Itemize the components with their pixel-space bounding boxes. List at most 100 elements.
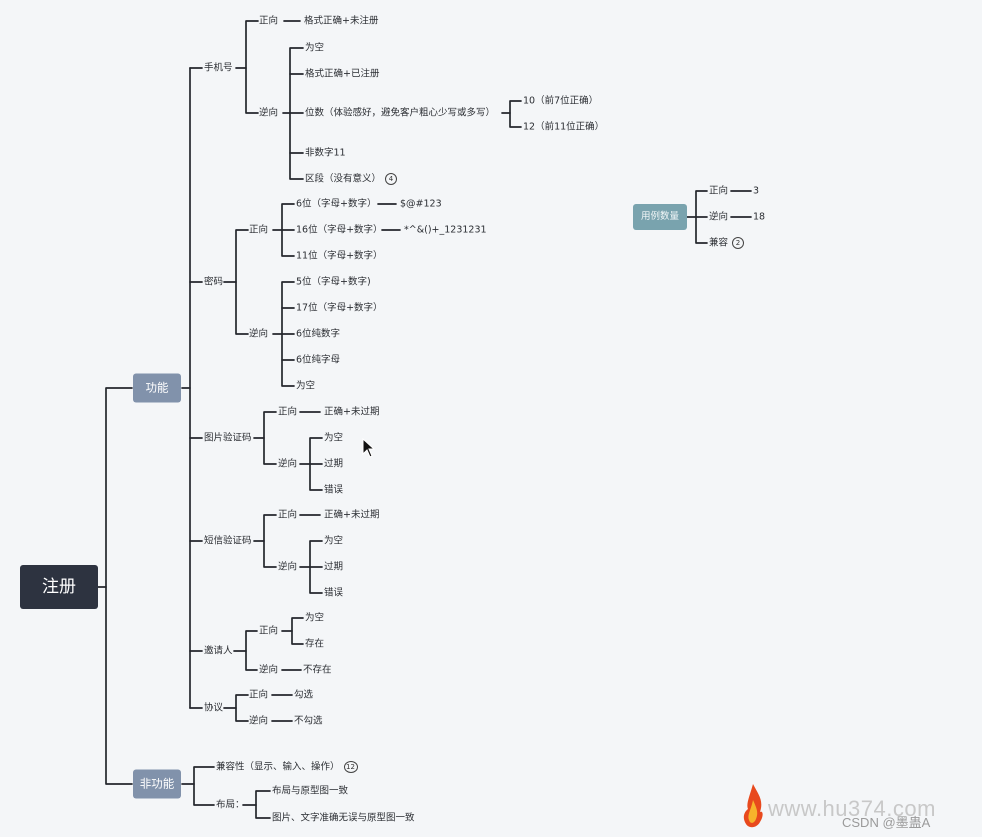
image-code-neg-case[interactable]: 过期 bbox=[324, 458, 344, 470]
phone-digits-sub[interactable]: 10（前7位正确） bbox=[523, 95, 599, 107]
connector bbox=[281, 333, 295, 387]
connector bbox=[289, 112, 304, 180]
password-example[interactable]: $@#123 bbox=[400, 198, 442, 210]
sms-code-neg-case[interactable]: 过期 bbox=[324, 561, 344, 573]
password-neg-case[interactable]: 5位（字母+数字) bbox=[296, 276, 371, 288]
agreement-neg-case[interactable]: 不勾选 bbox=[294, 715, 323, 727]
password-example[interactable]: *^&()+_1231231 bbox=[404, 224, 487, 236]
connector bbox=[245, 67, 259, 114]
password-pos-case[interactable]: 6位（字母+数字） bbox=[296, 198, 377, 210]
inviter-pos-case[interactable]: 为空 bbox=[305, 612, 325, 624]
phone-neg-case[interactable]: 位数（体验感好，避免客户粗心少写或多写） bbox=[305, 107, 496, 119]
connector bbox=[272, 203, 295, 231]
watermark-site: www.hu374.com bbox=[768, 796, 936, 821]
mouse-cursor-icon bbox=[362, 438, 376, 458]
connector bbox=[253, 411, 277, 439]
connector bbox=[686, 190, 708, 218]
image-code-neg-case[interactable]: 为空 bbox=[324, 432, 344, 444]
watermark-credit: CSDN @墨蛊A bbox=[842, 815, 931, 830]
case-count-node[interactable]: 用例数量 bbox=[633, 204, 687, 230]
category-functional[interactable]: 功能 bbox=[133, 373, 181, 403]
password-neg-case[interactable]: 6位纯字母 bbox=[296, 354, 341, 366]
connector bbox=[235, 281, 249, 335]
flame-logo-icon bbox=[743, 784, 763, 828]
connector bbox=[105, 586, 133, 785]
image-code-positive[interactable]: 正向 bbox=[278, 406, 298, 418]
connector bbox=[282, 47, 304, 114]
password-neg-case[interactable]: 为空 bbox=[296, 380, 316, 392]
phone-positive-case[interactable]: 格式正确+未注册 bbox=[304, 15, 379, 27]
connector bbox=[193, 783, 215, 806]
connector bbox=[299, 540, 323, 568]
phone-neg-case[interactable]: 非数字11 bbox=[305, 147, 346, 159]
case-count-negative-value[interactable]: 18 bbox=[753, 211, 766, 223]
connector bbox=[223, 229, 249, 283]
connector bbox=[97, 387, 133, 588]
phone-positive[interactable]: 正向 bbox=[259, 15, 279, 27]
collapsed-count-badge[interactable]: 2 bbox=[732, 237, 745, 249]
node-text: 兼容 bbox=[709, 237, 729, 249]
connector bbox=[235, 20, 259, 69]
sms-code-positive[interactable]: 正向 bbox=[278, 509, 298, 521]
layout-node[interactable]: 布局： bbox=[216, 799, 245, 811]
sms-code-negative[interactable]: 逆向 bbox=[278, 561, 298, 573]
password-neg-case[interactable]: 6位纯数字 bbox=[296, 328, 341, 340]
password-pos-case[interactable]: 16位（字母+数字） bbox=[296, 224, 383, 236]
compatibility-node[interactable]: 兼容性（显示、输入、操作）12 bbox=[216, 761, 358, 773]
case-count-positive[interactable]: 正向 bbox=[709, 185, 729, 197]
phone-negative[interactable]: 逆向 bbox=[259, 107, 279, 119]
sms-code-node[interactable]: 短信验证码 bbox=[204, 535, 252, 547]
agreement-node[interactable]: 协议 bbox=[204, 702, 224, 714]
agreement-negative[interactable]: 逆向 bbox=[249, 715, 269, 727]
agreement-pos-case[interactable]: 勾选 bbox=[294, 689, 314, 701]
connector bbox=[509, 112, 522, 128]
layout-item[interactable]: 图片、文字准确无误与原型图一致 bbox=[272, 812, 415, 824]
phone-neg-case[interactable]: 为空 bbox=[305, 42, 325, 54]
layout-item[interactable]: 布局与原型图一致 bbox=[272, 785, 349, 797]
watermark: www.hu374.com CSDN @墨蛊A bbox=[740, 782, 970, 832]
inviter-pos-case[interactable]: 存在 bbox=[305, 638, 325, 650]
connector bbox=[281, 617, 304, 632]
phone-digits-sub[interactable]: 12（前11位正确） bbox=[523, 121, 605, 133]
category-nonfunctional[interactable]: 非功能 bbox=[133, 769, 181, 799]
inviter-positive[interactable]: 正向 bbox=[259, 625, 279, 637]
inviter-neg-case[interactable]: 不存在 bbox=[303, 664, 332, 676]
image-code-neg-case[interactable]: 错误 bbox=[324, 484, 344, 496]
connector bbox=[242, 790, 271, 806]
password-negative[interactable]: 逆向 bbox=[249, 328, 269, 340]
connector bbox=[309, 566, 323, 594]
image-code-node[interactable]: 图片验证码 bbox=[204, 432, 252, 444]
password-pos-case[interactable]: 11位（字母+数字） bbox=[296, 250, 383, 262]
connector bbox=[695, 216, 708, 244]
case-count-positive-value[interactable]: 3 bbox=[753, 185, 760, 197]
agreement-positive[interactable]: 正向 bbox=[249, 689, 269, 701]
case-count-negative[interactable]: 逆向 bbox=[709, 211, 729, 223]
sms-code-neg-case[interactable]: 错误 bbox=[324, 587, 344, 599]
inviter-negative[interactable]: 逆向 bbox=[259, 664, 279, 676]
connector bbox=[309, 463, 323, 491]
sms-code-neg-case[interactable]: 为空 bbox=[324, 535, 344, 547]
collapsed-count-badge[interactable]: 12 bbox=[343, 761, 358, 773]
collapsed-count-badge[interactable]: 4 bbox=[385, 173, 398, 185]
connector bbox=[223, 694, 249, 709]
phone-neg-case[interactable]: 格式正确+已注册 bbox=[305, 68, 380, 80]
password-neg-case[interactable]: 17位（字母+数字） bbox=[296, 302, 383, 314]
connector bbox=[253, 514, 277, 542]
connector bbox=[281, 229, 295, 257]
inviter-node[interactable]: 邀请人 bbox=[204, 645, 233, 657]
image-code-pos-case[interactable]: 正确+未过期 bbox=[324, 406, 380, 418]
root-node-register[interactable]: 注册 bbox=[20, 565, 98, 609]
password-node[interactable]: 密码 bbox=[204, 276, 224, 288]
sms-code-pos-case[interactable]: 正确+未过期 bbox=[324, 509, 380, 521]
connector bbox=[291, 630, 304, 645]
phone-node[interactable]: 手机号 bbox=[204, 62, 233, 74]
password-positive[interactable]: 正向 bbox=[249, 224, 269, 236]
phone-neg-case-segment[interactable]: 区段（没有意义）4 bbox=[305, 173, 398, 185]
image-code-negative[interactable]: 逆向 bbox=[278, 458, 298, 470]
connector bbox=[235, 707, 249, 722]
connector bbox=[263, 437, 277, 465]
connector bbox=[255, 804, 271, 819]
